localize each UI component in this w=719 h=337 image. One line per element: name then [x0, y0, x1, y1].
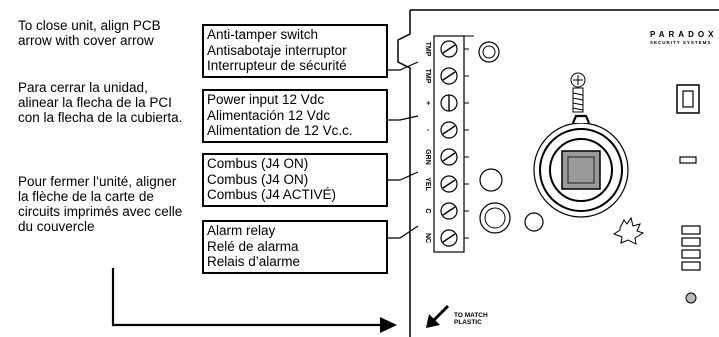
terminal-label-grn: GRN: [424, 149, 431, 165]
led-indicator: [685, 292, 697, 304]
power-input-label-en: Power input 12 Vdc: [207, 92, 325, 107]
terminal-label-yel: YEL: [424, 177, 431, 191]
power-input-label-box: Power input 12 Vdc Alimentación 12 Vdc A…: [202, 89, 388, 143]
terminal-screw-plus: [440, 94, 458, 112]
anti-tamper-label-en: Anti-tamper switch: [207, 27, 319, 42]
anti-tamper-label-es: Antisabotaje interruptor: [207, 42, 347, 58]
combus-label-en: Combus (J4 ON): [207, 156, 309, 171]
small-rect-component: [679, 156, 697, 164]
match-arrow: [431, 304, 450, 323]
terminal-label-tmp1: TMP: [424, 42, 431, 57]
terminal-screw-yel: [440, 175, 458, 193]
alarm-relay-label-en: Alarm relay: [207, 223, 276, 238]
round-component-3: [524, 212, 544, 232]
terminal-screw-minus: [440, 121, 458, 139]
terminal-label-minus: -: [424, 129, 431, 132]
alarm-relay-label-es: Relé de alarma: [207, 238, 299, 254]
terminal-label-c: C: [424, 208, 431, 213]
match-label-line2: PLASTIC: [454, 319, 482, 326]
anti-tamper-label-box: Anti-tamper switch Antisabotaje interrup…: [202, 24, 388, 78]
combus-label-es: Combus (J4 ON): [207, 171, 309, 187]
guide-arrow-line: [111, 268, 382, 327]
terminal-screw-grn: [440, 148, 458, 166]
alarm-relay-label-box: Alarm relay Relé de alarma Relais d’alar…: [202, 220, 388, 274]
screw-post: [570, 72, 586, 113]
terminal-screw-tmp2: [440, 67, 458, 85]
terminal-screw-tmp1: [440, 40, 458, 58]
connector-pins: [681, 225, 701, 271]
alarm-relay-label-fr: Relais d’alarme: [207, 254, 301, 269]
anti-tamper-label-fr: Interrupteur de sécurité: [207, 58, 347, 73]
close-instruction-es: Para cerrar la unidad, alinear la flecha…: [18, 80, 183, 125]
terminal-label-plus: +: [424, 101, 431, 105]
close-instruction-fr: Pour fermer l’unité, aligner la flèche d…: [18, 174, 183, 234]
maple-leaf-icon: [612, 216, 645, 245]
pir-sensor: [533, 114, 629, 218]
match-label-line1: TO MATCH: [454, 312, 488, 319]
round-component-1: [479, 168, 503, 192]
terminal-screw-c: [440, 202, 458, 220]
terminal-label-nc: NC: [424, 233, 431, 243]
terminal-screw-nc: [440, 229, 458, 247]
combus-label-fr: Combus (J4 ACTIVÉ): [207, 187, 337, 202]
pcb-outline: [397, 9, 719, 337]
close-instruction-en: To close unit, align PCB arrow with cove…: [18, 18, 161, 48]
brand-name: PARADOX: [650, 30, 717, 39]
power-input-label-es: Alimentación 12 Vdc: [207, 107, 331, 123]
connector-lines: [388, 61, 419, 239]
power-input-label-fr: Alimentation de 12 Vc.c.: [207, 123, 353, 138]
brand-subtitle: SECURITY SYSTEMS: [650, 40, 711, 45]
terminal-label-tmp2: TMP: [424, 69, 431, 84]
guide-arrow-head: [380, 317, 397, 333]
combus-label-box: Combus (J4 ON) Combus (J4 ON) Combus (J4…: [202, 153, 388, 207]
